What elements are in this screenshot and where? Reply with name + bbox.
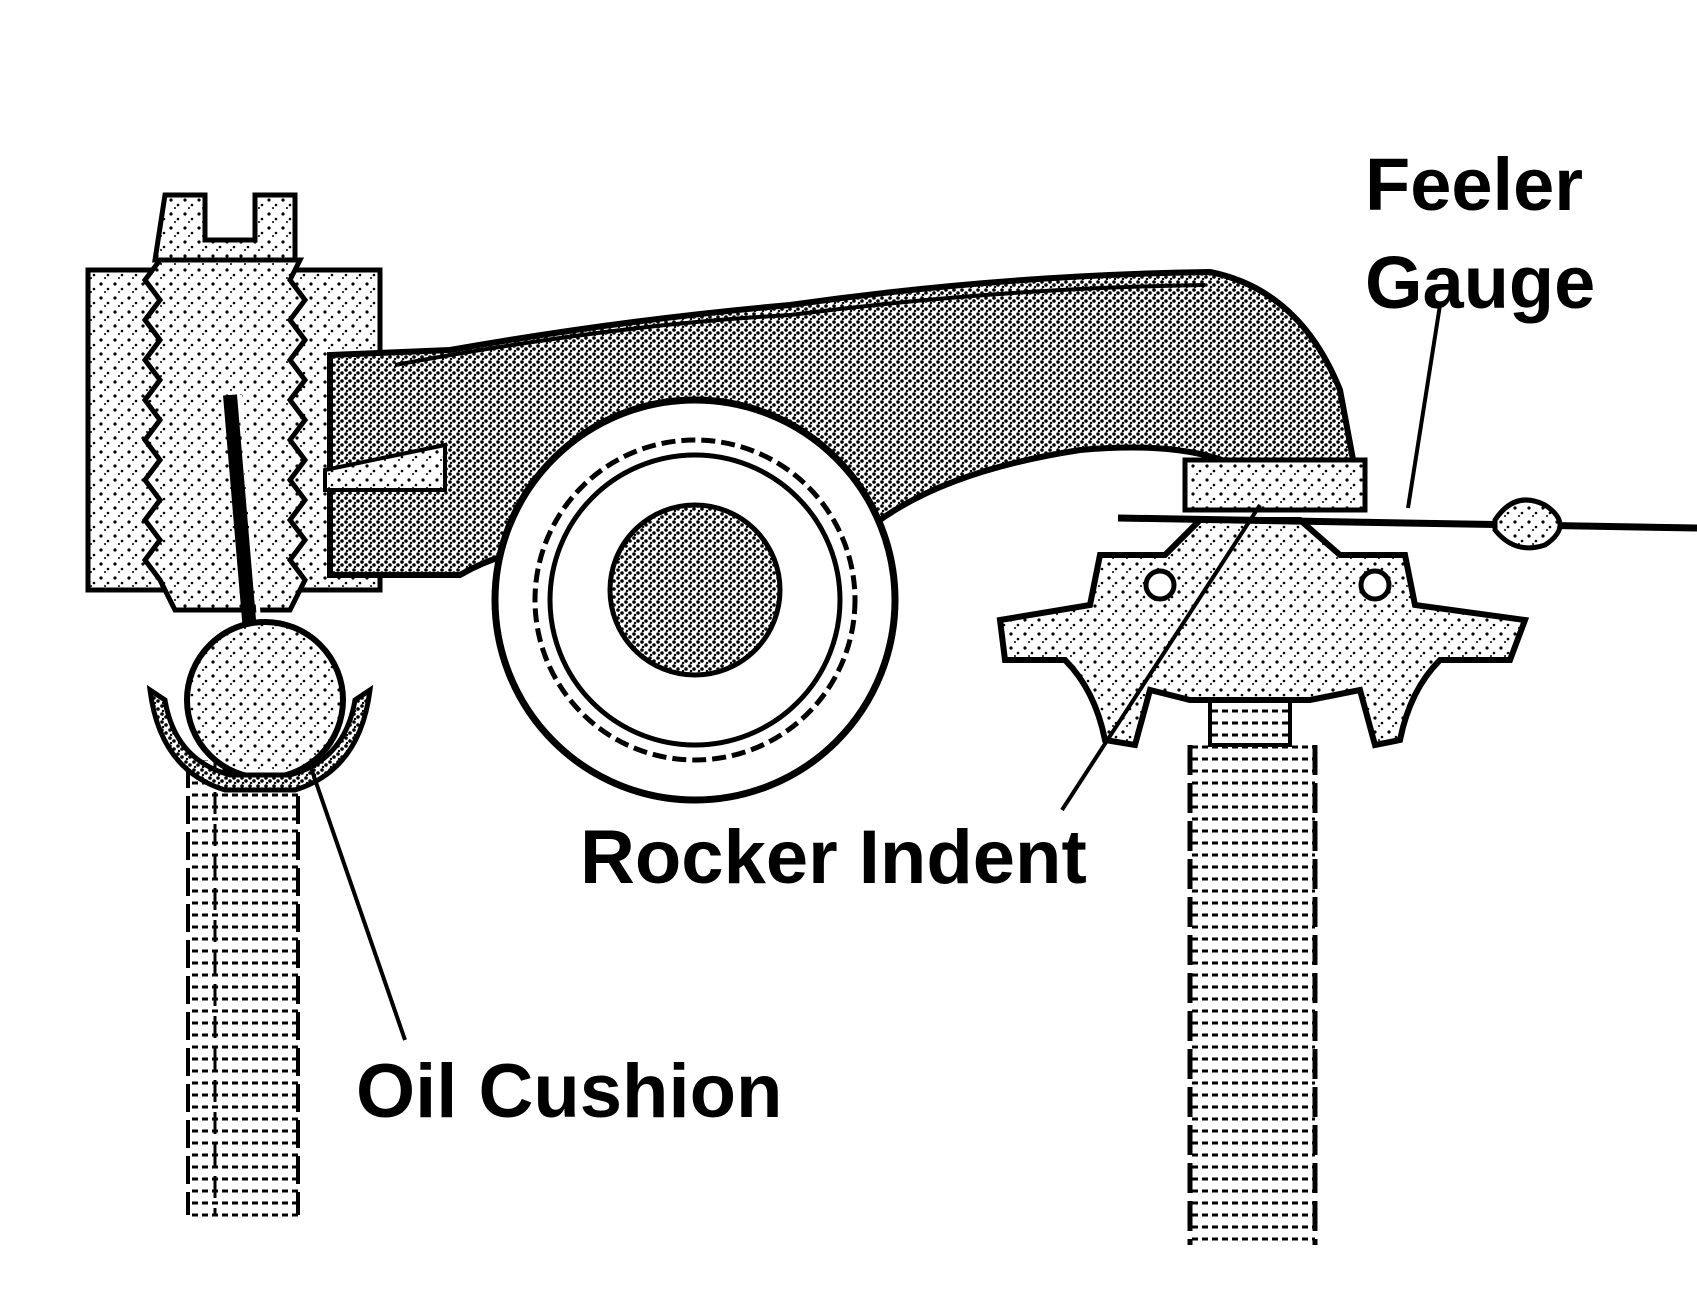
rocker-indent-label: Rocker Indent (580, 815, 1087, 900)
feeler-gauge (1117, 497, 1697, 551)
spring-retainer (996, 517, 1530, 749)
ball-socket (146, 619, 374, 793)
feeler-gauge-label-line1: Feeler (1365, 143, 1583, 226)
leader-lines (308, 304, 1442, 1041)
oil-cushion-label: Oil Cushion (356, 1049, 782, 1134)
left-push-rod (186, 760, 300, 1220)
rocker-shaft-bushing (491, 396, 899, 804)
feeler-gauge-label-line2: Gauge (1365, 241, 1595, 324)
